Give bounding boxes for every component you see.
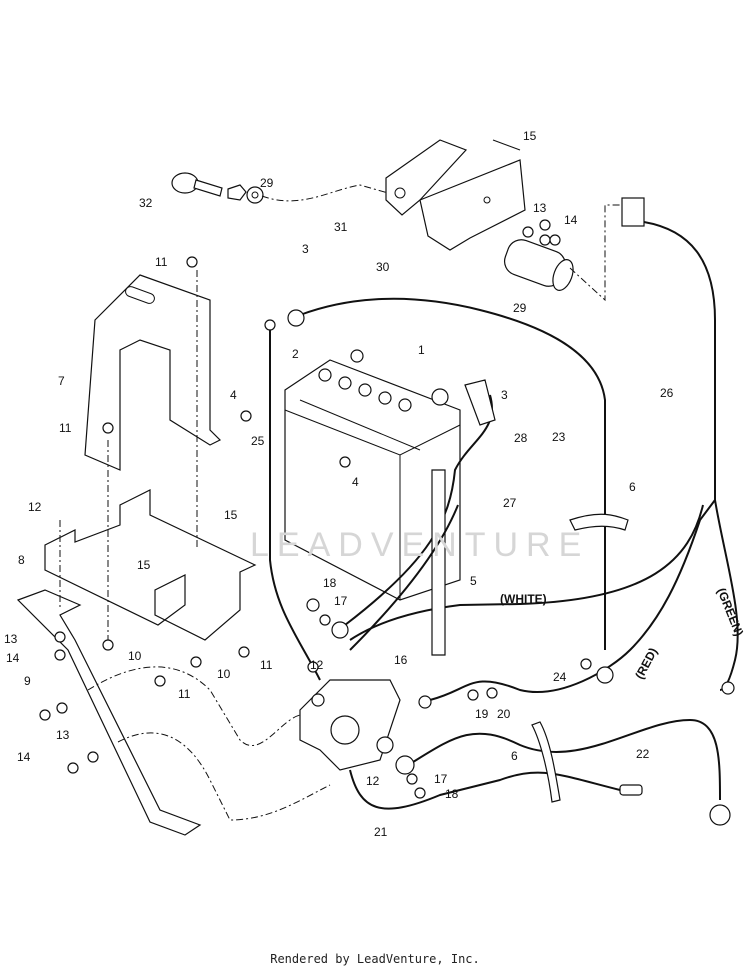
callout-10: 10 [128, 649, 142, 663]
callout-13: 13 [533, 201, 547, 215]
callout-10: 10 [217, 667, 231, 681]
callout-3: 3 [302, 242, 309, 256]
callout-8: 8 [18, 553, 25, 567]
harness-connector [621, 197, 645, 227]
callout-4: 4 [230, 388, 237, 402]
callout-31: 31 [334, 220, 348, 234]
callout-11: 11 [59, 421, 72, 435]
callout-labels: 1532293113143011329261273411282542362712… [4, 129, 674, 839]
callout-21: 21 [374, 825, 388, 839]
callout-27: 27 [503, 496, 517, 510]
callout-11: 11 [260, 658, 273, 672]
battery-support-bracket [84, 274, 222, 471]
callout-4: 4 [352, 475, 359, 489]
ignition-key [171, 172, 264, 204]
callout-12: 12 [366, 774, 380, 788]
callout-19: 19 [475, 707, 489, 721]
callout-11: 11 [155, 255, 168, 269]
callout-2: 2 [292, 347, 299, 361]
callout-12: 12 [28, 500, 42, 514]
callout-16: 16 [394, 653, 408, 667]
callout-3: 3 [501, 388, 508, 402]
battery-tray [44, 489, 257, 641]
callout-17: 17 [434, 772, 448, 786]
callout-25: 25 [251, 434, 265, 448]
callout-9: 9 [24, 674, 31, 688]
callout-1: 1 [418, 343, 425, 357]
callout-29: 29 [260, 176, 274, 190]
switch-solenoid [503, 226, 574, 291]
callout-6: 6 [511, 749, 518, 763]
callout-12: 12 [310, 658, 324, 672]
callout-6: 6 [629, 480, 636, 494]
switch-bracket [385, 139, 526, 251]
callout-7: 7 [58, 374, 65, 388]
callout-23: 23 [552, 430, 566, 444]
watermark: LEADVENTURE [250, 526, 589, 564]
callout-13: 13 [56, 728, 70, 742]
callout-11: 11 [178, 687, 191, 701]
callout-24: 24 [553, 670, 567, 684]
starter-solenoid [299, 679, 401, 771]
wire-label-red: (RED) [632, 645, 660, 681]
callout-14: 14 [6, 651, 20, 665]
callout-32: 32 [139, 196, 153, 210]
callout-15: 15 [137, 558, 151, 572]
callout-26: 26 [660, 386, 674, 400]
callout-20: 20 [497, 707, 511, 721]
footer-credit: Rendered by LeadVenture, Inc. [270, 952, 480, 966]
battery-brace [16, 589, 202, 836]
wire-label-green: (GREEN) [714, 586, 746, 638]
callout-18: 18 [323, 576, 337, 590]
callout-15: 15 [523, 129, 537, 143]
callout-18: 18 [445, 787, 459, 801]
callout-14: 14 [17, 750, 31, 764]
callout-28: 28 [514, 431, 528, 445]
battery [284, 349, 461, 601]
callout-14: 14 [564, 213, 578, 227]
callout-5: 5 [470, 574, 477, 588]
callout-13: 13 [4, 632, 18, 646]
wire-label-white: (WHITE) [500, 592, 547, 606]
callout-29: 29 [513, 301, 527, 315]
callout-30: 30 [376, 260, 390, 274]
callout-22: 22 [636, 747, 650, 761]
callout-17: 17 [334, 594, 348, 608]
callout-15: 15 [224, 508, 238, 522]
